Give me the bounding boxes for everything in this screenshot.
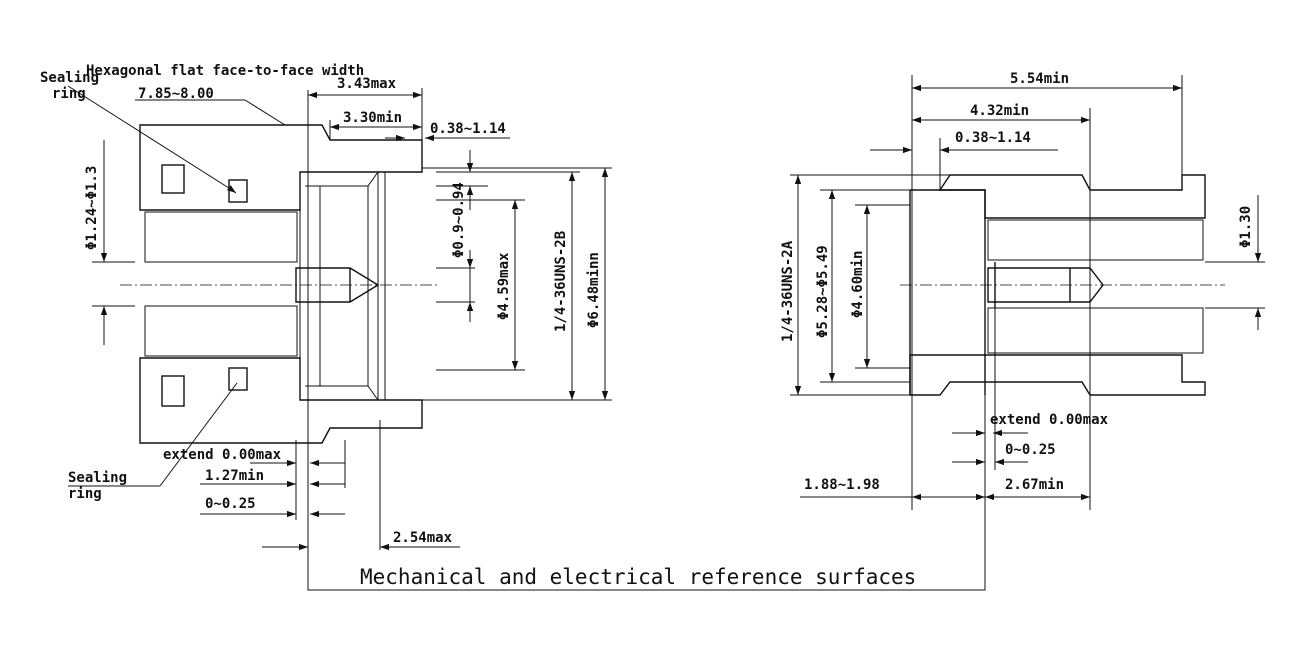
dim-4-32min: 4.32min — [970, 103, 1029, 119]
dim-extend-right: extend 0.00max — [990, 412, 1109, 428]
left-nut-bore — [299, 171, 386, 401]
left-dielectric-top — [144, 211, 298, 263]
right-labels: 5.54min 4.32min 0.38~1.14 1/4-36UNS-2A Φ… — [780, 71, 1254, 493]
dim-0-38-1-14-left: 0.38~1.14 — [430, 121, 506, 137]
right-shell-outline — [909, 189, 986, 395]
left-seal-ring-top-b — [228, 179, 248, 203]
sealing-ring-top-line2: ring — [52, 86, 86, 102]
dim-phi-1-24-1-3: Φ1.24~Φ1.3 — [84, 166, 100, 250]
right-dielectric-top — [987, 219, 1204, 261]
left-dimension-lines — [92, 88, 612, 588]
right-connector — [790, 75, 1265, 590]
left-seal-ring-bot-a — [161, 375, 185, 407]
left-outer-body-top — [139, 124, 423, 211]
dim-phi-0-9-0-94: Φ0.9~0.94 — [451, 182, 467, 258]
dim-3-30min: 3.30min — [343, 110, 402, 126]
hex-width-title: Hexagonal flat face-to-face width — [86, 63, 364, 79]
hex-width-value: 7.85~8.00 — [138, 86, 214, 102]
dim-phi-1-30: Φ1.30 — [1238, 206, 1254, 248]
dim-3-43max: 3.43max — [337, 76, 397, 92]
dim-0-0-25-right: 0~0.25 — [1005, 442, 1056, 458]
sealing-ring-bottom-line2: ring — [68, 486, 102, 502]
left-seal-ring-bot-b — [228, 367, 248, 391]
dim-1-27min: 1.27min — [205, 468, 264, 484]
dim-extend-left: extend 0.00max — [163, 447, 282, 463]
right-outer-body-top — [938, 174, 1206, 219]
dim-thread-2a: 1/4-36UNS-2A — [780, 240, 796, 342]
right-dimension-lines — [790, 75, 1265, 590]
sealing-ring-bottom-line1: Sealing — [68, 470, 127, 486]
left-labels: Sealing ring Hexagonal flat face-to-face… — [40, 63, 602, 546]
dim-5-54min: 5.54min — [1010, 71, 1069, 87]
dim-0-38-1-14-right: 0.38~1.14 — [955, 130, 1031, 146]
left-dielectric-bottom — [144, 305, 298, 357]
dim-2-54max: 2.54max — [393, 530, 453, 546]
dim-phi-5-28-5-49: Φ5.28~Φ5.49 — [815, 245, 831, 338]
dim-0-0-25-left: 0~0.25 — [205, 496, 256, 512]
right-outer-body-bottom — [909, 354, 1206, 396]
dim-2-67min: 2.67min — [1005, 477, 1064, 493]
left-seal-ring-top-a — [161, 164, 185, 194]
dim-thread-2b: 1/4-36UNS-2B — [553, 231, 569, 332]
dim-phi-4-59max: Φ4.59max — [496, 252, 512, 320]
right-dielectric-bottom — [987, 307, 1204, 354]
dim-phi-6-48minn: Φ6.48minn — [586, 252, 602, 328]
left-connector — [67, 85, 612, 588]
dim-phi-4-60min: Φ4.60min — [850, 251, 866, 318]
reference-surfaces-caption: Mechanical and electrical reference surf… — [360, 565, 916, 589]
left-leader-lines — [67, 85, 286, 487]
reference-surface-bracket — [307, 500, 986, 591]
dim-1-88-1-98: 1.88~1.98 — [804, 477, 880, 493]
sealing-ring-top-line1: Sealing — [40, 70, 99, 86]
